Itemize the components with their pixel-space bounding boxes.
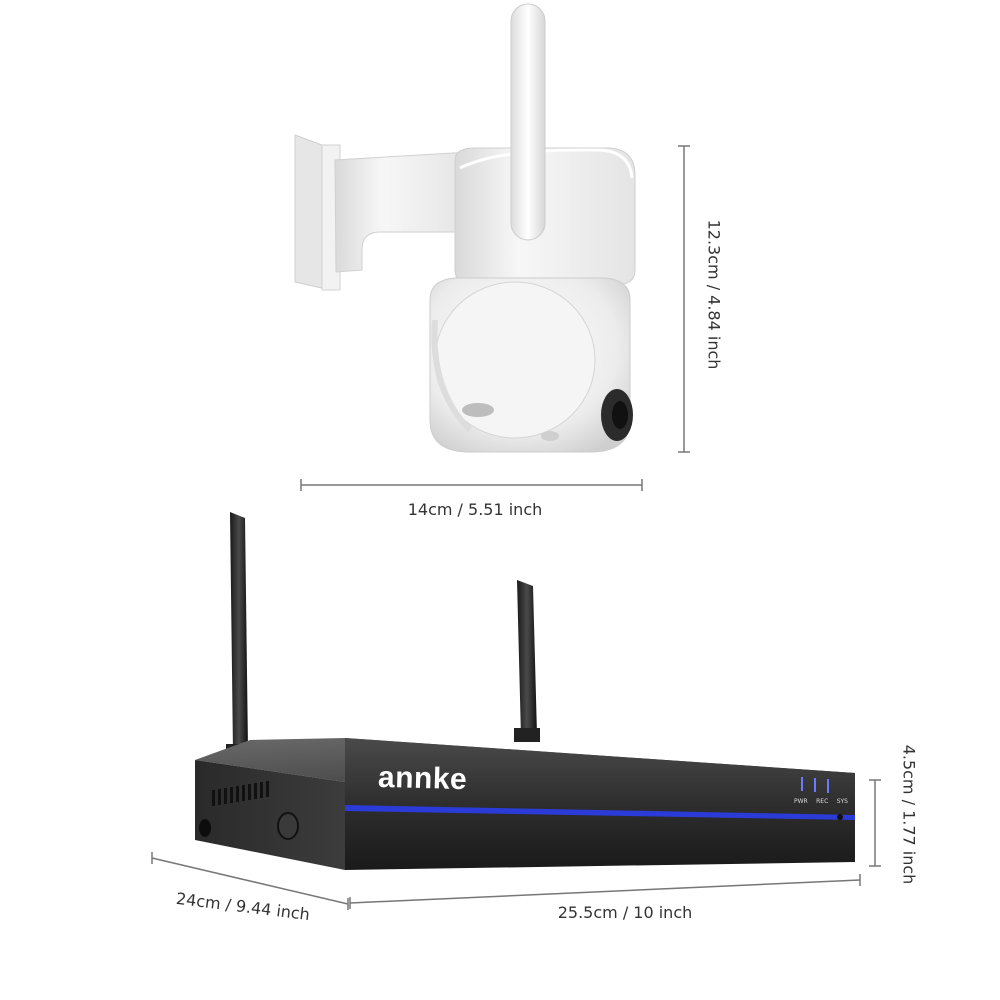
nvr-ir-receiver [837, 814, 843, 820]
nvr-power-port [277, 812, 299, 840]
led-label-sys: SYS [836, 798, 848, 805]
nvr-width-label: 25.5cm / 10 inch [557, 903, 693, 922]
nvr-height-dimension-line [869, 779, 881, 867]
nvr-width-dimension-line [349, 874, 861, 909]
camera-light [541, 431, 559, 441]
nvr-front [345, 738, 855, 870]
nvr-depth-dimension-line [151, 852, 349, 910]
camera-width-label: 14cm / 5.51 inch [407, 500, 543, 519]
camera-width-dimension-line [300, 479, 643, 491]
camera-lens [601, 389, 633, 441]
nvr-brand-logo: annke [377, 760, 468, 797]
nvr-vent [212, 781, 269, 806]
nvr-port [199, 819, 211, 837]
mount-arm [334, 151, 471, 273]
nvr-antenna-left [226, 512, 252, 758]
camera-antenna [510, 3, 546, 241]
wall-mount-plate [294, 134, 341, 291]
nvr-height-label: 4.5cm / 1.77 inch [899, 744, 919, 885]
nvr-led-lights [801, 777, 829, 793]
camera-height-label: 12.3cm / 4.84 inch [704, 219, 724, 370]
nvr-accent-stripe [345, 805, 855, 820]
led-label-rec: REC [816, 798, 829, 805]
camera-dome [429, 277, 631, 453]
camera-sensor [462, 403, 494, 417]
nvr [195, 512, 855, 870]
nvr-antenna-right [514, 580, 540, 742]
led-label-pwr: PWR [794, 798, 808, 805]
camera [294, 3, 636, 453]
nvr-led-labels: PWR REC SYS [794, 798, 848, 805]
camera-height-dimension-line [678, 145, 690, 453]
